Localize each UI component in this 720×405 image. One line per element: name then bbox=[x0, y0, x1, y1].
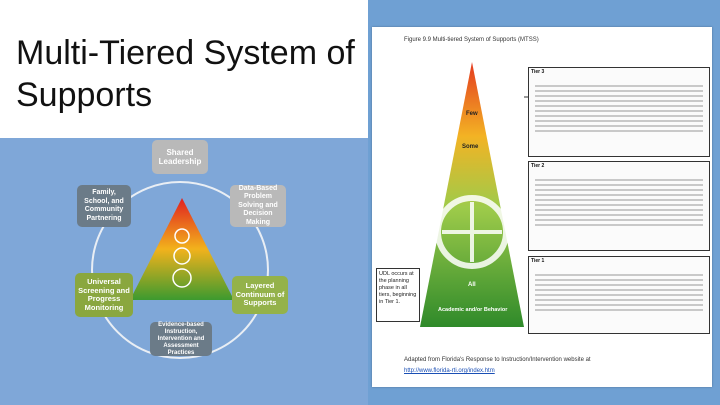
figure-title: Figure 9.9 Multi-tiered System of Suppor… bbox=[404, 37, 539, 43]
label-all: All bbox=[468, 282, 476, 288]
tier-triangle bbox=[130, 198, 234, 300]
node-shared-leadership: Shared Leadership bbox=[152, 140, 208, 174]
label-few: Few bbox=[466, 111, 478, 117]
tier3-description bbox=[535, 82, 703, 135]
label-some: Some bbox=[462, 144, 479, 150]
mtss-triangle bbox=[420, 62, 528, 327]
node-layered-continuum: Layered Continuum of Supports bbox=[232, 276, 288, 314]
node-family-partnering: Family, School, and Community Partnering bbox=[77, 185, 131, 227]
source-link[interactable]: http://www.florida-rti.org/index.htm bbox=[404, 368, 495, 374]
node-universal-screening: Universal Screening and Progress Monitor… bbox=[75, 273, 133, 317]
tier3-box: Tier 3 bbox=[528, 67, 710, 157]
tier2-box: Tier 2 bbox=[528, 161, 710, 251]
tier1-label: Tier 1 bbox=[531, 258, 545, 264]
tier1-box: Tier 1 bbox=[528, 256, 710, 334]
tier2-label: Tier 2 bbox=[531, 163, 545, 169]
tier1-description bbox=[535, 271, 703, 314]
cycle-ring bbox=[91, 181, 269, 359]
figure-caption: Adapted from Florida's Response to Instr… bbox=[404, 357, 591, 363]
mtss-cycle-diagram: Shared Leadership Family, School, and Co… bbox=[0, 138, 368, 405]
tier2-description bbox=[535, 176, 703, 229]
mtss-figure-document: Figure 9.9 Multi-tiered System of Suppor… bbox=[372, 27, 712, 387]
node-data-problem-solving: Data-Based Problem Solving and Decision … bbox=[230, 185, 286, 227]
node-evidence-based-practices: Evidence-based Instruction, Intervention… bbox=[150, 322, 212, 356]
slide-title: Multi-Tiered System of Supports bbox=[16, 34, 355, 114]
udl-note: UDL occurs at the planning phase in all … bbox=[376, 268, 420, 322]
tier3-label: Tier 3 bbox=[531, 69, 545, 75]
label-academic-behavior: Academic and/or Behavior bbox=[438, 307, 508, 313]
